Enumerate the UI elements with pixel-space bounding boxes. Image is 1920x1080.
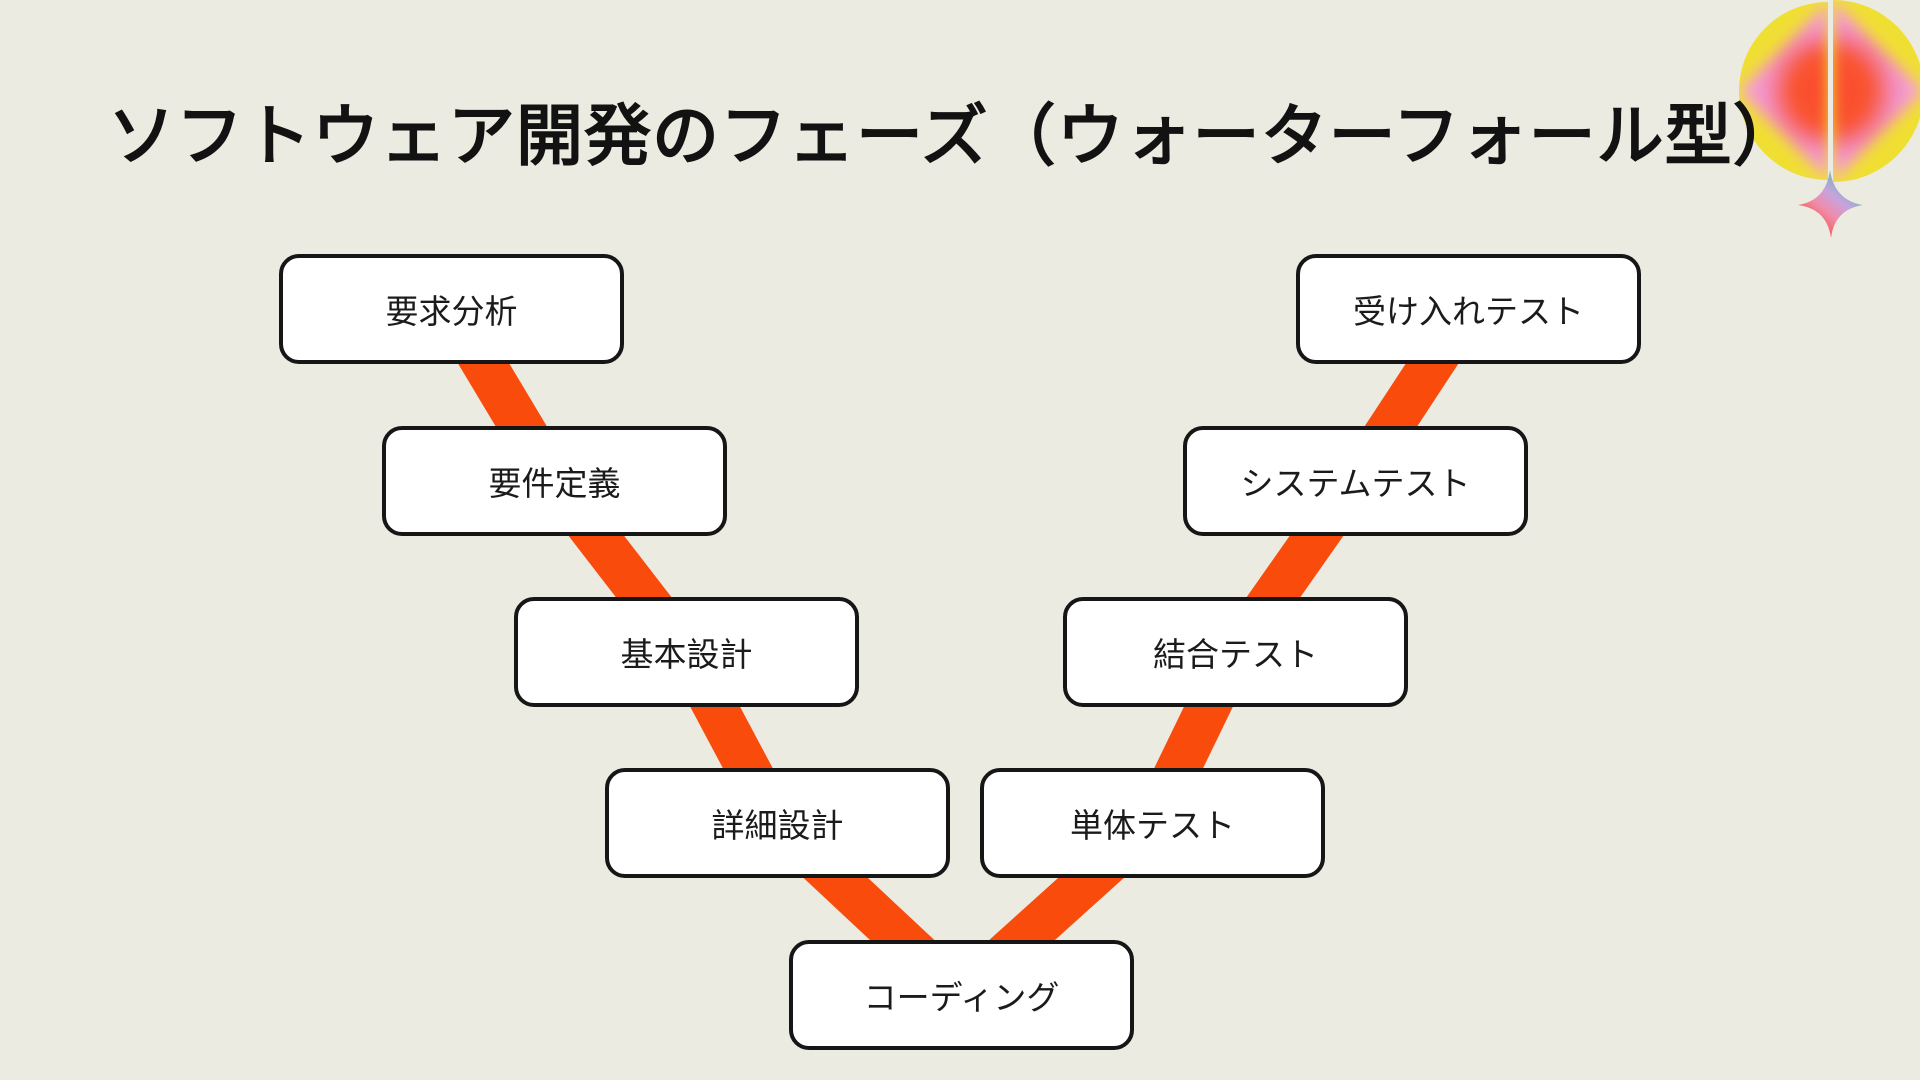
phase-box-requirements-analysis: 要求分析 [279,254,624,364]
phase-box-detailed-design: 詳細設計 [605,768,950,878]
phase-box-system-test: システムテスト [1183,426,1528,536]
gradient-diamond-right [1833,0,1920,182]
phase-label: 詳細設計 [711,807,844,844]
phase-label: 結合テスト [1153,636,1318,673]
phase-label: システムテスト [1240,465,1471,502]
phase-label: コーディング [863,979,1060,1016]
phase-label: 単体テスト [1070,807,1235,844]
phase-box-unit-test: 単体テスト [980,768,1325,878]
phase-label: 基本設計 [620,636,753,673]
phase-box-acceptance-test: 受け入れテスト [1296,254,1641,364]
phase-box-requirements-definition: 要件定義 [382,426,727,536]
phase-box-coding: コーディング [789,940,1134,1050]
phase-label: 受け入れテスト [1353,293,1584,330]
phase-label: 要件定義 [488,465,621,502]
page-title: ソフトウェア開発のフェーズ（ウォーターフォール型） [108,99,1801,174]
corner-decoration-graphic [1739,0,1920,238]
phase-box-basic-design: 基本設計 [514,597,859,707]
gradient-diamond-left [1739,2,1828,180]
phase-box-integration-test: 結合テスト [1063,597,1408,707]
phase-label: 要求分析 [385,293,518,330]
sparkle-star-icon [1798,170,1863,238]
